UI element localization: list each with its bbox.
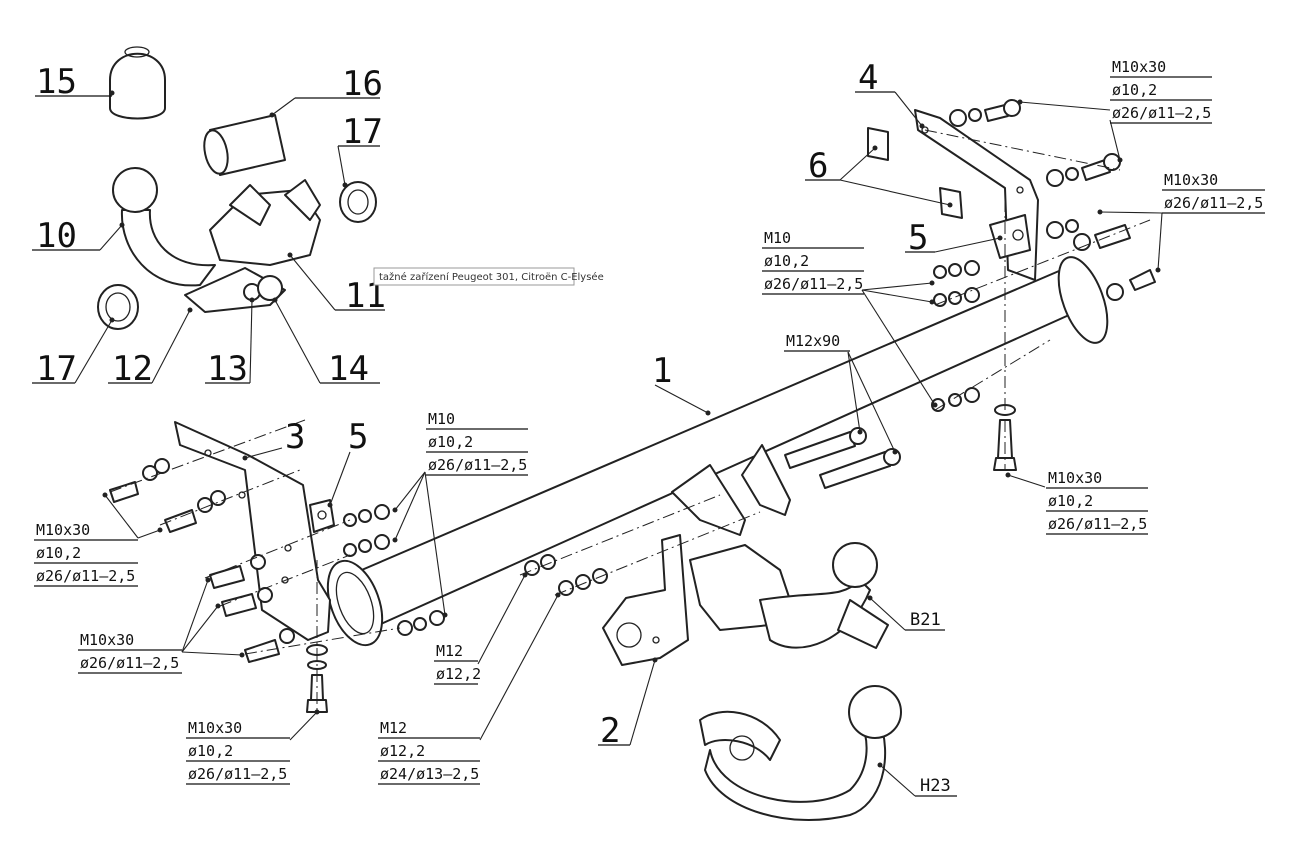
spec-line: ø26/ø11–2,5 xyxy=(1112,104,1211,122)
label-5-right: 5 xyxy=(908,218,928,258)
label-14: 14 xyxy=(328,349,369,389)
label-b21: B21 xyxy=(910,610,941,630)
label-12: 12 xyxy=(112,349,153,389)
label-17-top: 17 xyxy=(342,112,383,152)
label-1: 1 xyxy=(652,351,672,391)
spec-line: M12x90 xyxy=(786,332,840,350)
spec-line: ø24/ø13–2,5 xyxy=(380,765,479,783)
sleeve xyxy=(203,114,286,176)
spec-line: M10x30 xyxy=(1048,469,1102,487)
part-number-labels: 15 16 17 10 11 17 12 13 14 4 6 5 1 3 5 2… xyxy=(36,58,951,796)
ball-coupling-h23 xyxy=(699,685,902,821)
spec-m12-small: M12 ø12,2 xyxy=(434,642,481,685)
spec-line: M10x30 xyxy=(36,521,90,539)
spec-line: ø10,2 xyxy=(188,742,233,760)
spec-right-washer: M10x30 ø26/ø11–2,5 xyxy=(1162,171,1265,214)
fastener-stacks xyxy=(109,99,1156,713)
spec-left-m10x30-b: M10x30 ø26/ø11–2,5 xyxy=(78,631,182,674)
right-bracket xyxy=(914,109,1039,281)
spec-m12-bottom: M12 ø12,2 ø24/ø13–2,5 xyxy=(378,719,480,785)
socket-plate xyxy=(602,534,689,666)
label-5-left: 5 xyxy=(348,417,368,457)
spec-line: ø12,2 xyxy=(380,742,425,760)
spec-line: ø10,2 xyxy=(764,252,809,270)
ball-coupling-b21 xyxy=(689,542,889,649)
right-clip xyxy=(989,214,1031,259)
spec-line: ø26/ø11–2,5 xyxy=(428,456,527,474)
label-3: 3 xyxy=(285,417,305,457)
label-13: 13 xyxy=(207,349,248,389)
spec-line: M12 xyxy=(436,642,463,660)
spec-line: ø12,2 xyxy=(436,665,481,683)
spec-line: ø10,2 xyxy=(1112,81,1157,99)
label-15: 15 xyxy=(36,62,77,102)
spec-left-m10x30: M10x30 ø10,2 ø26/ø11–2,5 xyxy=(34,521,138,587)
leader-lines xyxy=(32,90,1163,797)
spec-line: ø26/ø11–2,5 xyxy=(36,567,135,585)
spec-line: ø26/ø11–2,5 xyxy=(80,654,179,672)
spec-line: ø26/ø11–2,5 xyxy=(1164,194,1263,212)
spec-line: ø10,2 xyxy=(36,544,81,562)
spec-line: ø10,2 xyxy=(1048,492,1093,510)
spec-line: M12 xyxy=(380,719,407,737)
rubber-rings xyxy=(97,181,377,330)
label-6: 6 xyxy=(808,146,828,186)
label-16: 16 xyxy=(342,64,383,104)
label-2: 2 xyxy=(600,711,620,751)
label-17-bottom: 17 xyxy=(36,349,77,389)
spec-line: M10x30 xyxy=(1164,171,1218,189)
spec-m12x90: M12x90 xyxy=(784,332,850,352)
spec-left-m10: M10 ø10,2 ø26/ø11–2,5 xyxy=(426,410,528,476)
tooltip-text: tažné zařízení Peugeot 301, Citroën C-El… xyxy=(379,271,604,283)
assembly-axes xyxy=(109,129,1151,710)
detachable-ball-assembly xyxy=(112,167,321,313)
label-h23: H23 xyxy=(920,776,951,796)
spec-line: M10x30 xyxy=(188,719,242,737)
spec-line: M10 xyxy=(764,229,791,247)
image-tooltip: tažné zařízení Peugeot 301, Citroën C-El… xyxy=(373,267,604,286)
left-clip xyxy=(309,499,335,533)
spec-line: M10x30 xyxy=(80,631,134,649)
spec-line: ø26/ø11–2,5 xyxy=(1048,515,1147,533)
ball-cap xyxy=(109,46,166,120)
cross-tube xyxy=(326,256,1109,647)
spec-bottom-left: M10x30 ø10,2 ø26/ø11–2,5 xyxy=(186,719,290,785)
spec-line: ø26/ø11–2,5 xyxy=(764,275,863,293)
label-4: 4 xyxy=(858,58,878,98)
spec-mid-right: M10 ø10,2 ø26/ø11–2,5 xyxy=(762,229,864,295)
spec-top-right: M10x30 ø10,2 ø26/ø11–2,5 xyxy=(1110,58,1212,124)
spec-line: M10 xyxy=(428,410,455,428)
spec-bottom-right: M10x30 ø10,2 ø26/ø11–2,5 xyxy=(1046,469,1148,535)
spec-line: ø26/ø11–2,5 xyxy=(188,765,287,783)
spec-line: M10x30 xyxy=(1112,58,1166,76)
label-10: 10 xyxy=(36,216,77,256)
spec-line: ø10,2 xyxy=(428,433,473,451)
